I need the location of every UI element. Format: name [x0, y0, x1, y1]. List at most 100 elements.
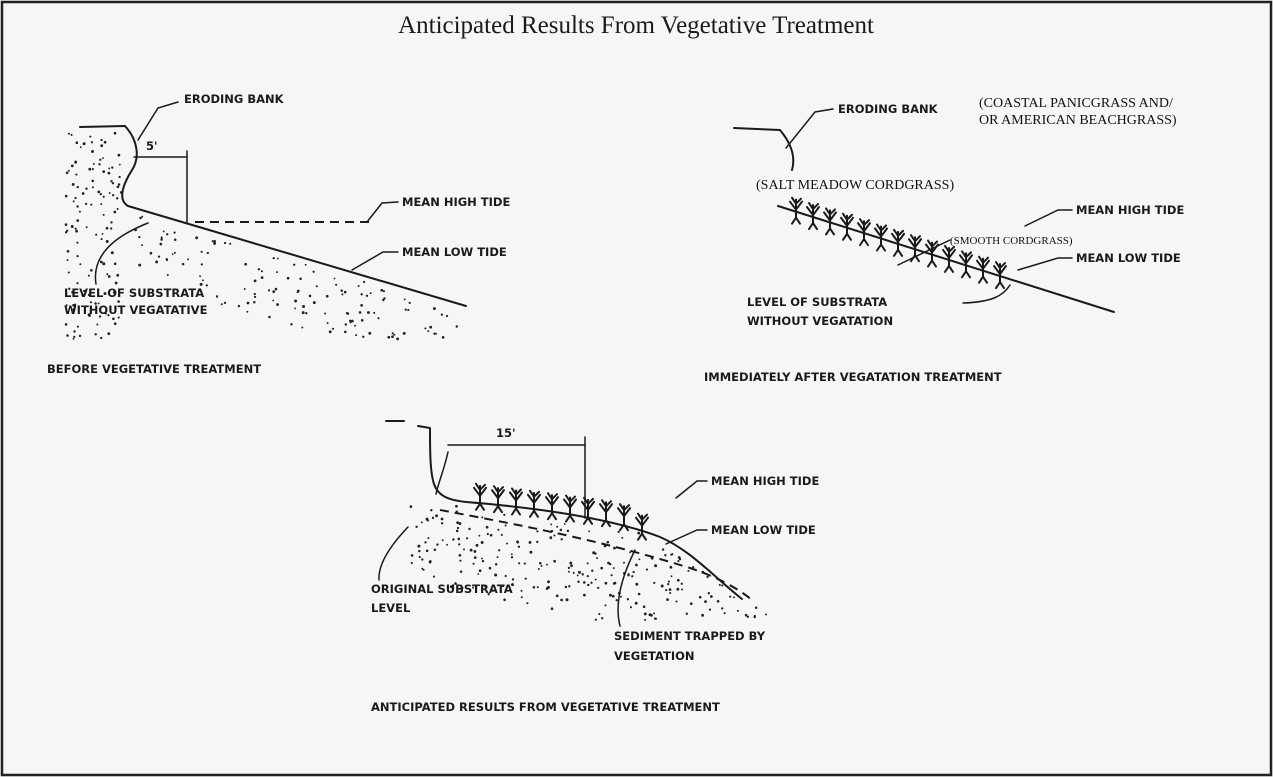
stipple-dot — [294, 307, 296, 309]
stipple-dot — [546, 564, 548, 566]
stipple-dot — [754, 615, 756, 617]
stipple-dot — [613, 567, 615, 569]
stipple-dot — [729, 596, 731, 598]
stipple-dot — [276, 303, 279, 306]
stipple-dot — [261, 276, 264, 279]
stipple-dot — [138, 264, 141, 267]
stipple-dot — [588, 530, 590, 532]
stipple-dot — [108, 172, 111, 175]
stipple-dot — [68, 133, 70, 135]
stipple-dot — [550, 523, 552, 525]
page-title: Anticipated Results From Vegetative Trea… — [398, 12, 874, 39]
stipple-dot — [701, 614, 704, 617]
stipple-dot — [686, 613, 688, 615]
stipple-dot — [75, 228, 77, 230]
coastal-grass-label-line2: OR AMERICAN BEACHGRASS) — [979, 113, 1177, 128]
stipple-dot — [297, 291, 299, 293]
stipple-dot — [174, 252, 176, 254]
stipple-dot — [536, 541, 538, 543]
stipple-dot — [458, 543, 460, 545]
stipple-dot — [556, 595, 559, 598]
sediment-label-line2: VEGETATION — [614, 649, 695, 663]
stipple-dot — [678, 556, 681, 559]
stipple-dot — [91, 150, 94, 153]
stipple-dot — [481, 516, 483, 518]
stipple-dot — [704, 600, 707, 603]
stipple-dot — [344, 331, 347, 334]
stipple-dot — [699, 596, 702, 599]
stipple-dot — [238, 305, 240, 307]
mean-low-tide-label: MEAN LOW TIDE — [1076, 251, 1181, 265]
stipple-dot — [85, 188, 87, 190]
stipple-dot — [670, 554, 672, 556]
stipple-dot — [79, 263, 81, 265]
stipple-dot — [229, 243, 231, 245]
stipple-dot — [476, 544, 479, 547]
stipple-dot — [108, 275, 111, 278]
stipple-dot — [88, 168, 91, 171]
stipple-dot — [201, 263, 203, 265]
stipple-dot — [430, 509, 432, 511]
stipple-dot — [441, 313, 443, 315]
stipple-dot — [681, 583, 683, 585]
stipple-dot — [83, 142, 86, 145]
stipple-dot — [675, 600, 677, 602]
stipple-dot — [411, 554, 414, 557]
stipple-dot — [393, 334, 395, 336]
stipple-dot — [382, 299, 384, 301]
stipple-dot — [329, 330, 332, 333]
eroding-bank-leader — [138, 102, 178, 140]
stipple-dot — [474, 556, 477, 559]
stipple-dot — [435, 514, 438, 517]
stipple-dot — [719, 584, 721, 586]
stipple-dot — [421, 521, 423, 523]
stipple-dot — [351, 320, 354, 323]
stipple-dot — [627, 598, 629, 600]
mean-high-tide-label: MEAN HIGH TIDE — [711, 474, 819, 488]
stipple-dot — [312, 271, 314, 273]
stipple-dot — [638, 558, 640, 560]
stipple-dot — [106, 227, 109, 230]
panel-caption: BEFORE VEGETATIVE TREATMENT — [47, 362, 261, 376]
level-label-line1: LEVEL OF SUBSTRATA — [64, 286, 204, 300]
stipple-dot — [361, 319, 364, 322]
stipple-dot — [110, 227, 112, 229]
eroding-bank-label: ERODING BANK — [184, 92, 285, 106]
stipple-dot — [113, 211, 116, 214]
stipple-dot — [76, 282, 78, 284]
panel-result: 15' MEAN HIGH TIDE MEAN LOW TIDE ORIGINA… — [371, 421, 819, 714]
eroding-bank-label: ERODING BANK — [838, 102, 939, 116]
stipple-dot — [67, 259, 69, 261]
stipple-dot — [139, 217, 141, 219]
stipple-dot — [456, 325, 458, 327]
stipple-dot — [368, 332, 371, 335]
stipple-dot — [92, 168, 94, 170]
stipple-dot — [340, 289, 342, 291]
stipple-dot — [293, 264, 295, 266]
stipple-dot — [669, 592, 671, 594]
stipple-dot — [363, 281, 365, 283]
stipple-dot — [633, 571, 635, 573]
stipple-dot — [646, 569, 648, 571]
stipple-dot — [503, 514, 505, 516]
stipple-dot — [159, 243, 162, 246]
stipple-dot — [747, 616, 749, 618]
stipple-dot — [261, 270, 263, 272]
stipple-dot — [539, 562, 542, 565]
stipple-dot — [98, 163, 100, 165]
stipple-dot — [224, 242, 226, 244]
stipple-dot — [424, 327, 426, 329]
stipple-dot — [470, 549, 473, 552]
stipple-dot — [72, 183, 75, 186]
stipple-dot — [206, 284, 208, 286]
stipple-dot — [665, 589, 667, 591]
stipple-dot — [166, 233, 168, 235]
stipple-dot — [68, 170, 70, 172]
panel-caption: IMMEDIATELY AFTER VEGATATION TREATMENT — [704, 370, 1002, 384]
grass-plant — [528, 491, 540, 517]
stipple-dot — [511, 556, 513, 558]
stipple-dot — [537, 586, 539, 588]
stipple-dot — [627, 574, 629, 576]
stipple-dot — [655, 618, 657, 620]
